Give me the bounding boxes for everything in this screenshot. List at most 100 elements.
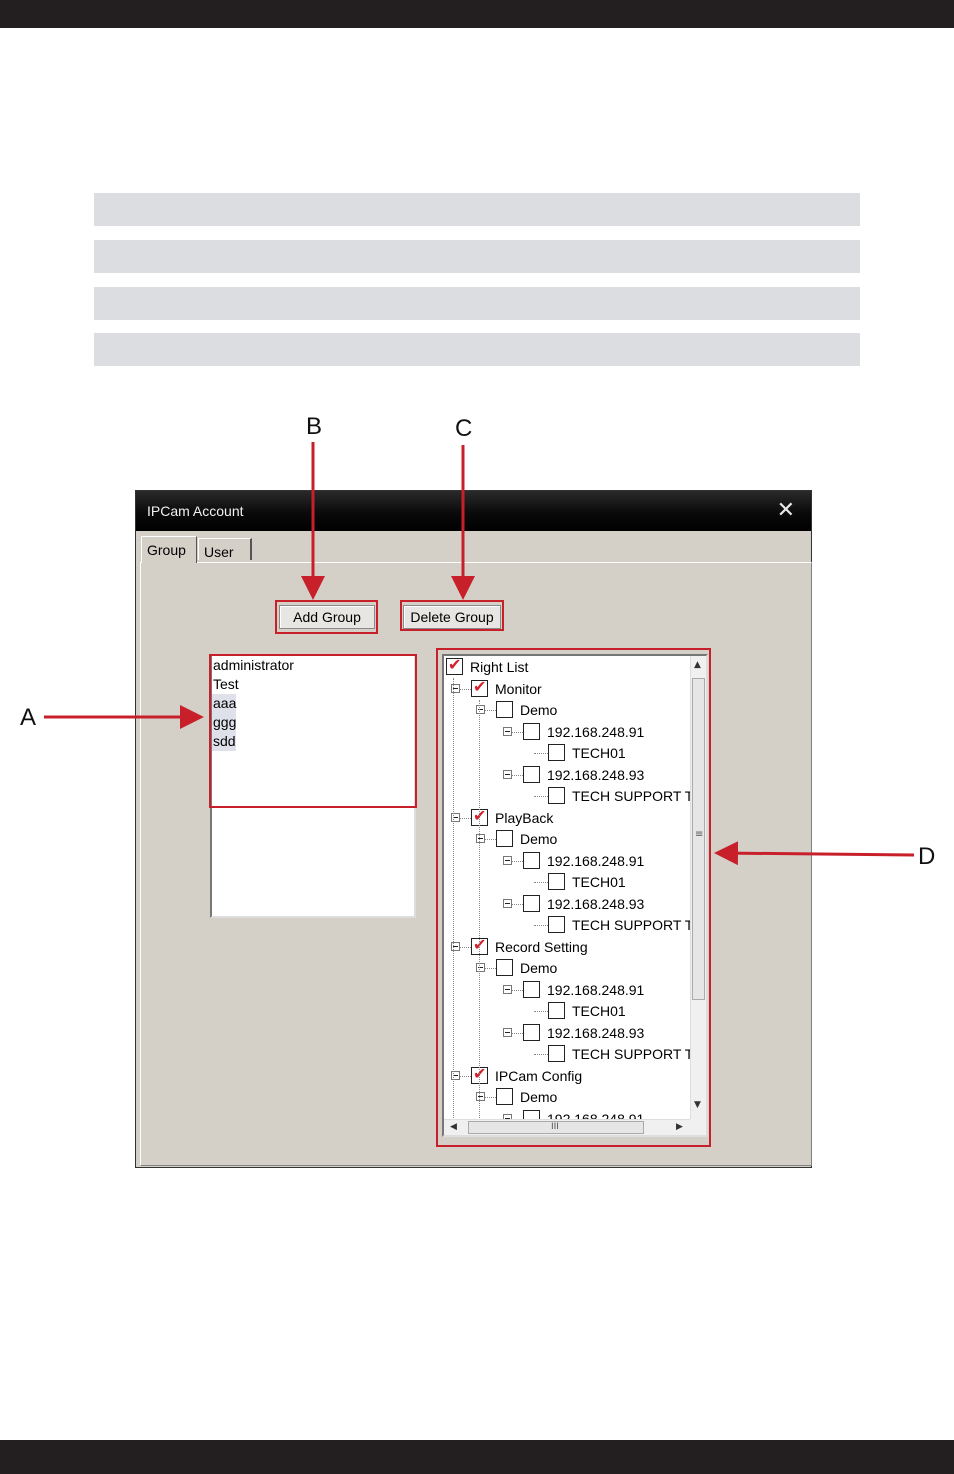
tree-node[interactable]: TECH01 — [444, 743, 690, 764]
tree-node-label: TECH01 — [572, 1003, 626, 1019]
tree-node-label: Demo — [520, 831, 558, 847]
checkbox-icon[interactable] — [523, 765, 540, 783]
tree-connector — [482, 968, 496, 969]
right-list-tree[interactable]: Right ListMonitorDemo192.168.248.91TECH0… — [442, 654, 708, 1137]
tree-connector — [534, 882, 548, 883]
collapse-icon[interactable] — [476, 1092, 485, 1101]
tree-connector — [482, 710, 496, 711]
collapse-icon[interactable] — [476, 834, 485, 843]
group-list-item[interactable]: administrator — [213, 657, 294, 673]
checkbox-icon[interactable] — [523, 722, 540, 740]
tree-connector — [509, 1032, 523, 1034]
checkbox-icon[interactable] — [496, 1088, 513, 1105]
collapse-icon[interactable] — [503, 984, 512, 994]
checkbox-icon[interactable] — [496, 830, 513, 847]
window-titlebar[interactable]: IPCam Account ✕ — [136, 491, 811, 531]
tree-node[interactable]: Demo — [444, 829, 690, 850]
tree-node[interactable]: TECH01 — [444, 1001, 690, 1022]
tree-node[interactable]: TECH SUPPORT TI — [444, 786, 690, 807]
vertical-scroll-thumb[interactable]: ≡ — [692, 678, 705, 1000]
tree-node-label: TECH SUPPORT TI — [572, 1046, 690, 1062]
tree-node-label: TECH SUPPORT TI — [572, 917, 690, 933]
header-stripe — [94, 193, 860, 226]
tree-node-label: TECH01 — [572, 874, 626, 890]
tree-node[interactable]: TECH SUPPORT TI — [444, 915, 690, 936]
collapse-icon[interactable] — [503, 769, 512, 779]
tree-node[interactable]: Monitor — [444, 677, 690, 700]
tree-connector — [457, 688, 471, 690]
checkbox-icon[interactable] — [548, 1002, 565, 1019]
checkbox-icon[interactable] — [523, 1023, 540, 1041]
tree-node[interactable]: 192.168.248.91 — [444, 722, 690, 743]
collapse-icon[interactable] — [451, 1070, 460, 1080]
checkbox-icon[interactable] — [523, 894, 540, 912]
collapse-icon[interactable] — [476, 963, 485, 972]
tree-node[interactable]: PlayBack — [444, 806, 690, 829]
tree-node[interactable]: Demo — [444, 958, 690, 979]
tree-node-label: Demo — [520, 702, 558, 718]
group-list-item[interactable]: ggg — [212, 713, 237, 732]
checkbox-icon[interactable] — [523, 980, 540, 998]
grip-icon: III — [551, 1122, 559, 1132]
tree-horizontal-scrollbar[interactable]: ◀ III ▶ — [444, 1119, 690, 1135]
tree-node[interactable]: TECH SUPPORT TI — [444, 1044, 690, 1065]
window-title: IPCam Account — [147, 503, 244, 519]
tree-node[interactable]: TECH01 — [444, 872, 690, 893]
add-group-button[interactable]: Add Group — [279, 605, 375, 629]
close-icon[interactable]: ✕ — [776, 498, 795, 523]
collapse-icon[interactable] — [503, 1113, 512, 1119]
checkbox-checked-icon[interactable] — [471, 677, 488, 698]
tree-node[interactable]: 192.168.248.91 — [444, 980, 690, 1001]
tree-node[interactable]: 192.168.248.93 — [444, 894, 690, 915]
tab-group[interactable]: Group — [141, 536, 197, 563]
tree-node[interactable]: Demo — [444, 1087, 690, 1108]
tree-node[interactable]: Demo — [444, 700, 690, 721]
collapse-icon[interactable] — [503, 1027, 512, 1037]
collapse-icon[interactable] — [451, 683, 460, 693]
checkbox-icon[interactable] — [523, 851, 540, 869]
checkbox-icon[interactable] — [496, 959, 513, 976]
checkbox-checked-icon[interactable] — [446, 656, 463, 676]
collapse-icon[interactable] — [451, 941, 460, 951]
tree-connector — [457, 1075, 471, 1077]
group-list-item[interactable]: aaa — [212, 694, 237, 713]
tree-node[interactable]: 192.168.248.91 — [444, 1109, 690, 1119]
scroll-left-icon[interactable]: ◀ — [450, 1122, 457, 1132]
header-stripe — [94, 240, 860, 273]
tree-node-label: Demo — [520, 960, 558, 976]
checkbox-icon[interactable] — [548, 787, 565, 804]
group-list-item[interactable]: Test — [213, 676, 239, 692]
tree-connector — [509, 731, 523, 733]
horizontal-scroll-thumb[interactable]: III — [468, 1121, 644, 1134]
checkbox-icon[interactable] — [496, 701, 513, 718]
collapse-icon[interactable] — [476, 705, 485, 714]
scroll-right-icon[interactable]: ▶ — [676, 1122, 683, 1132]
collapse-icon[interactable] — [503, 855, 512, 865]
group-list-item[interactable]: sdd — [212, 732, 236, 751]
checkbox-icon[interactable] — [548, 744, 565, 761]
scroll-up-icon[interactable]: ▲ — [694, 660, 701, 670]
tree-node[interactable]: 192.168.248.93 — [444, 765, 690, 786]
tree-node[interactable]: Record Setting — [444, 935, 690, 958]
collapse-icon[interactable] — [503, 898, 512, 908]
checkbox-icon[interactable] — [548, 1045, 565, 1062]
tree-node[interactable]: 192.168.248.91 — [444, 851, 690, 872]
tree-vertical-scrollbar[interactable]: ▲ ≡ ▼ — [690, 656, 706, 1119]
delete-group-button[interactable]: Delete Group — [403, 605, 501, 629]
checkbox-icon[interactable] — [548, 873, 565, 890]
scroll-down-icon[interactable]: ▼ — [694, 1100, 701, 1110]
collapse-icon[interactable] — [451, 812, 460, 822]
tab-user[interactable]: User — [198, 538, 252, 560]
callout-c-label: C — [455, 415, 473, 442]
tree-node[interactable]: IPCam Config — [444, 1064, 690, 1087]
collapse-icon[interactable] — [503, 726, 512, 736]
tree-node[interactable]: 192.168.248.93 — [444, 1023, 690, 1044]
tree-node-label: 192.168.248.91 — [547, 852, 645, 869]
tree-connector — [509, 774, 523, 776]
checkbox-icon[interactable] — [548, 916, 565, 933]
tree-node[interactable]: Right List — [444, 656, 690, 678]
checkbox-icon[interactable] — [523, 1109, 540, 1119]
tree-connector — [482, 839, 496, 840]
tree-node-label: 192.168.248.93 — [547, 1024, 645, 1041]
